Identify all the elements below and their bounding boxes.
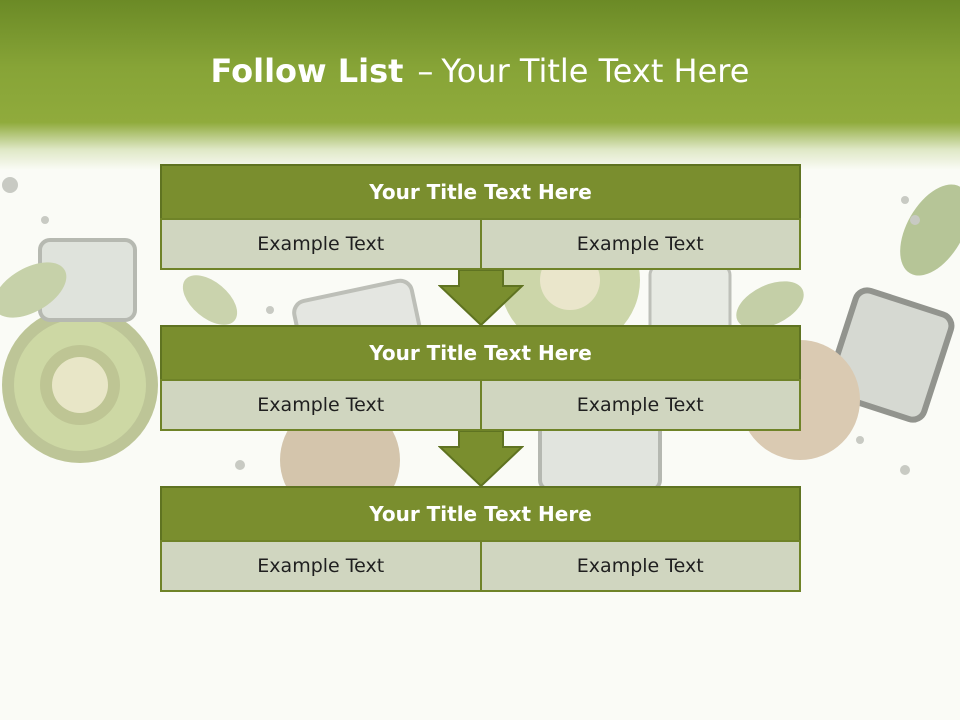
header-band	[0, 0, 960, 170]
step-item: Example Text	[160, 218, 482, 270]
step-3: Your Title Text Here Example Text Exampl…	[160, 486, 801, 592]
step-item: Example Text	[160, 540, 482, 592]
down-arrow-icon	[438, 431, 524, 487]
title-rest: Your Title Text Here	[441, 52, 750, 90]
title-bold: Follow List	[210, 52, 404, 90]
step-item: Example Text	[479, 379, 801, 431]
step-1: Your Title Text Here Example Text Exampl…	[160, 164, 801, 270]
title-dash: –	[417, 52, 434, 90]
step-item: Example Text	[479, 540, 801, 592]
step-title: Your Title Text Here	[160, 164, 801, 220]
step-2: Your Title Text Here Example Text Exampl…	[160, 325, 801, 431]
step-item: Example Text	[160, 379, 482, 431]
slide-title: Follow List–Your Title Text Here	[0, 52, 960, 90]
step-item: Example Text	[479, 218, 801, 270]
step-title: Your Title Text Here	[160, 486, 801, 542]
step-title: Your Title Text Here	[160, 325, 801, 381]
down-arrow-icon	[438, 270, 524, 326]
